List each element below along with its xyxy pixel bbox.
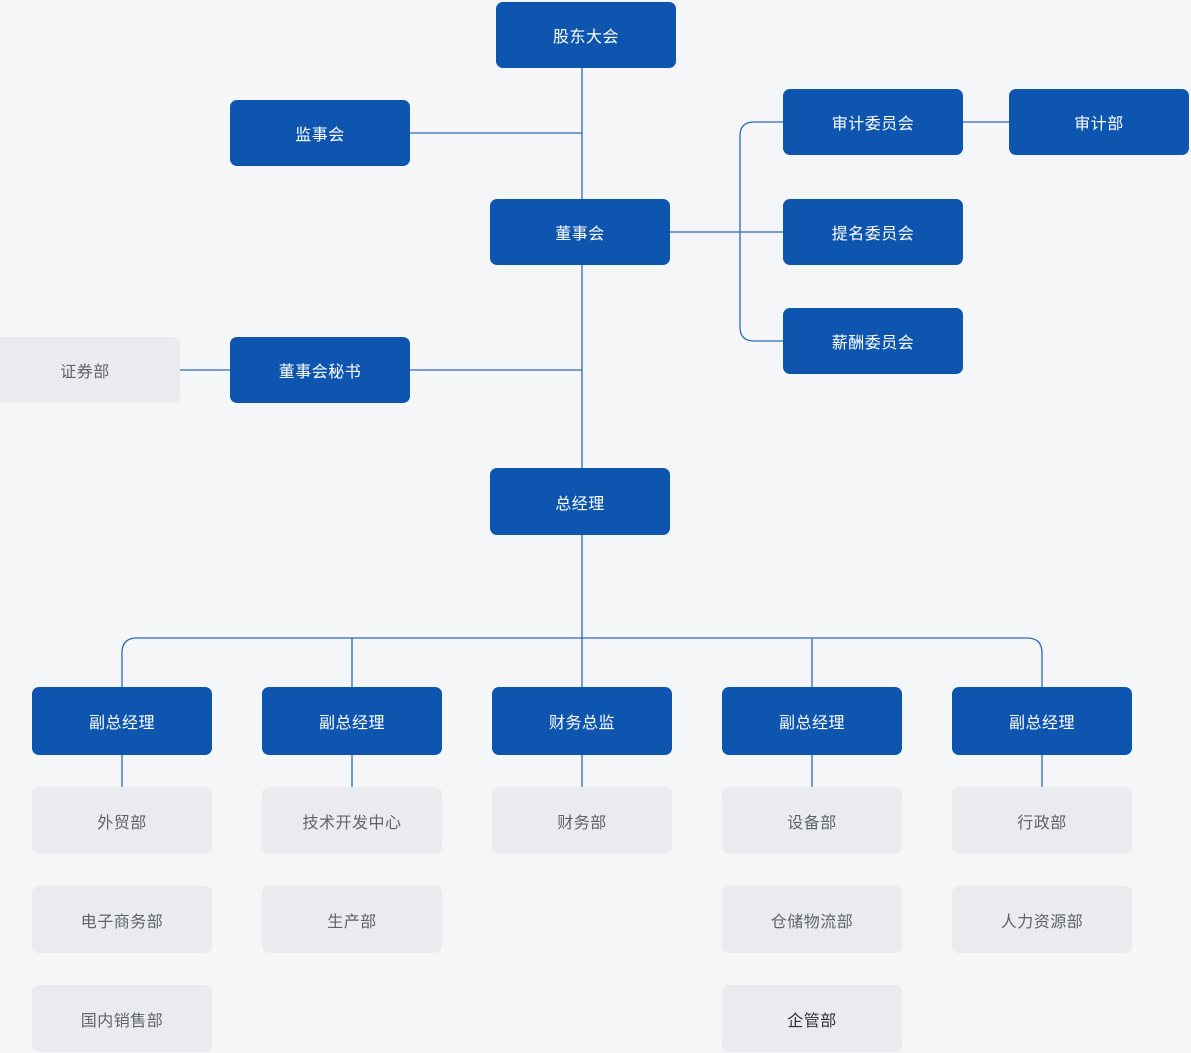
- node-deputy-gm-2: 副总经理: [262, 687, 442, 755]
- node-admin-dept: 行政部: [952, 787, 1132, 854]
- node-compensation-committee: 薪酬委员会: [783, 308, 963, 374]
- node-deputy-gm-4: 副总经理: [952, 687, 1132, 755]
- node-shareholders-meeting: 股东大会: [496, 2, 676, 68]
- edge-committee-rail: [739, 121, 783, 342]
- node-deputy-gm-3: 副总经理: [722, 687, 902, 755]
- node-nomination-committee: 提名委员会: [783, 199, 963, 265]
- node-supervisory-board: 监事会: [230, 100, 410, 166]
- node-tech-development-center: 技术开发中心: [262, 787, 442, 854]
- node-securities-department: 证券部: [0, 337, 180, 403]
- node-enterprise-management-dept: 企管部: [722, 985, 902, 1052]
- node-finance-dept: 财务部: [492, 787, 672, 854]
- node-board-secretary: 董事会秘书: [230, 337, 410, 403]
- node-deputy-gm-1: 副总经理: [32, 687, 212, 755]
- node-general-manager: 总经理: [490, 468, 670, 535]
- edge-distribution-rail: [121, 637, 1043, 687]
- node-equipment-dept: 设备部: [722, 787, 902, 854]
- node-cfo: 财务总监: [492, 687, 672, 755]
- node-board-of-directors: 董事会: [490, 199, 670, 265]
- node-production-dept: 生产部: [262, 886, 442, 953]
- node-audit-department: 审计部: [1009, 89, 1189, 155]
- node-foreign-trade-dept: 外贸部: [32, 787, 212, 854]
- node-hr-dept: 人力资源部: [952, 886, 1132, 953]
- node-domestic-sales-dept: 国内销售部: [32, 985, 212, 1052]
- node-ecommerce-dept: 电子商务部: [32, 886, 212, 953]
- node-warehouse-logistics-dept: 仓储物流部: [722, 886, 902, 953]
- node-audit-committee: 审计委员会: [783, 89, 963, 155]
